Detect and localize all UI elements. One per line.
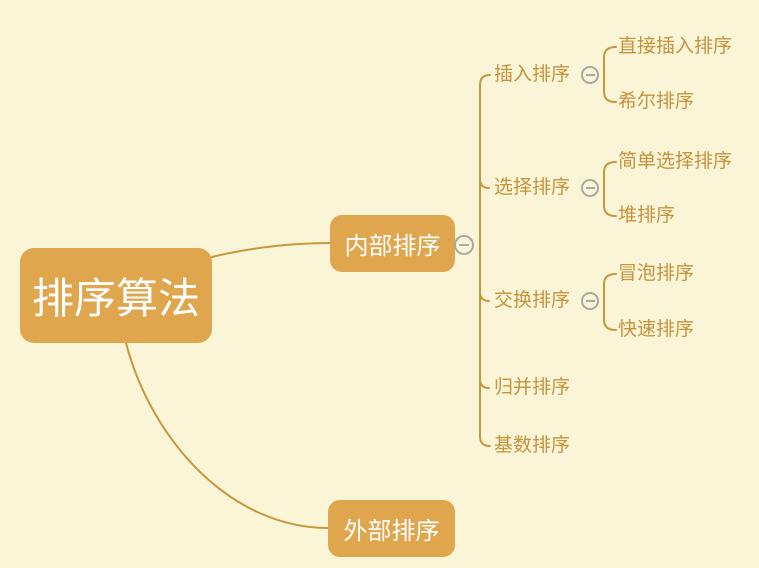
collapse-minus-icon[interactable]	[454, 235, 474, 255]
node-root-sorting-algorithms[interactable]: 排序算法	[20, 248, 212, 343]
branch-swap-children	[603, 273, 617, 331]
node-quick-sort[interactable]: 快速排序	[618, 319, 695, 340]
node-simple-selection-sort[interactable]: 简单选择排序	[618, 151, 733, 172]
collapse-minus-icon[interactable]	[581, 66, 599, 84]
minus-glyph	[585, 187, 595, 189]
minus-glyph	[585, 74, 595, 76]
minus-glyph	[459, 244, 469, 246]
node-direct-insertion-sort[interactable]: 直接插入排序	[618, 36, 733, 57]
branch-elbow-merge	[479, 378, 490, 389]
branch-root-to-internal	[211, 242, 331, 258]
branch-select-children	[603, 161, 617, 217]
node-merge-sort[interactable]: 归并排序	[494, 377, 571, 398]
node-bubble-sort[interactable]: 冒泡排序	[618, 263, 695, 284]
node-exchange-sort[interactable]: 交换排序	[494, 290, 571, 311]
minus-glyph	[585, 300, 595, 302]
node-external-sort[interactable]: 外部排序	[328, 500, 455, 557]
node-heap-sort[interactable]: 堆排序	[618, 205, 676, 226]
branch-internal-spine	[479, 74, 491, 447]
branch-elbow-swap	[479, 291, 490, 302]
branch-root-to-external	[125, 342, 329, 529]
collapse-minus-icon[interactable]	[581, 292, 599, 310]
branch-elbow-select	[479, 178, 490, 189]
collapse-minus-icon[interactable]	[581, 179, 599, 197]
node-shell-sort[interactable]: 希尔排序	[618, 91, 695, 112]
node-internal-sort[interactable]: 内部排序	[330, 215, 455, 272]
node-radix-sort[interactable]: 基数排序	[494, 435, 571, 456]
node-selection-sort[interactable]: 选择排序	[494, 177, 571, 198]
node-insertion-sort[interactable]: 插入排序	[494, 64, 571, 85]
branch-insert-children	[603, 46, 617, 103]
